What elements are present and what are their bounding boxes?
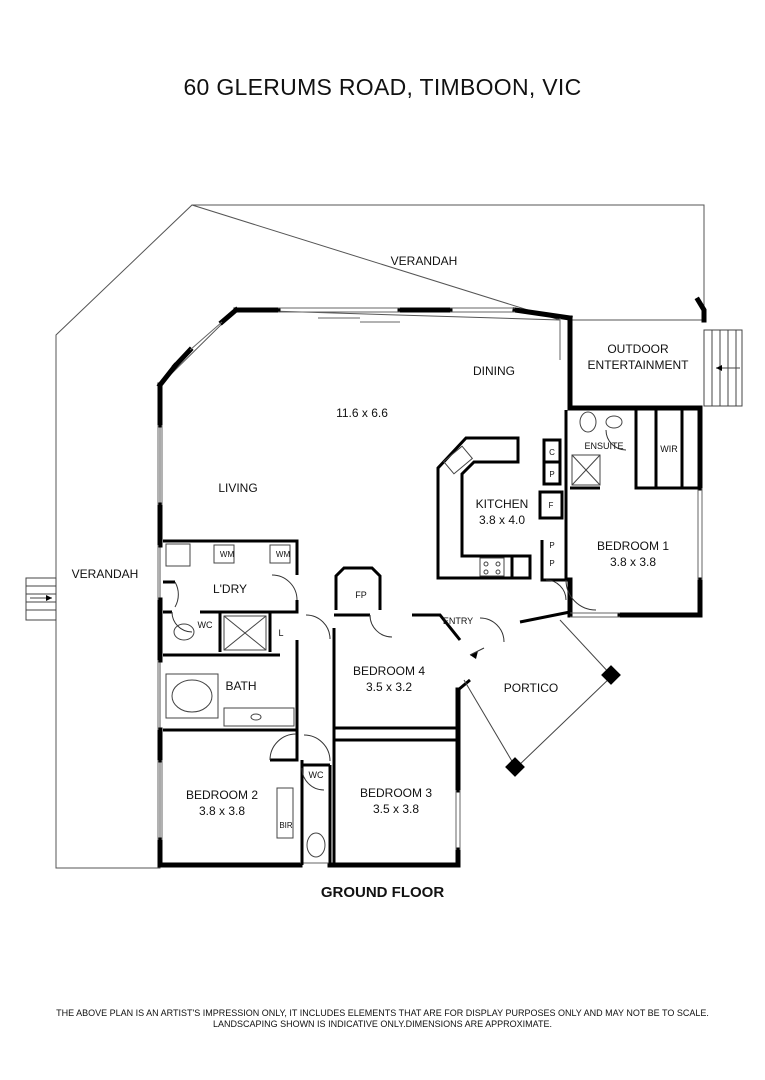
label-kitchen-dimensions: 3.8 x 4.0 <box>479 513 525 527</box>
label-entry: ENTRY <box>443 616 473 626</box>
label-verandah-left: VERANDAH <box>72 567 139 581</box>
windows <box>157 307 703 864</box>
label-wc-2: WC <box>309 770 324 780</box>
label-wir: WIR <box>660 444 678 454</box>
stairs-right <box>703 329 743 407</box>
verandah-outline <box>55 204 705 869</box>
label-wc-1: WC <box>198 620 213 630</box>
label-bir: BIR <box>279 821 293 830</box>
label-outdoor: OUTDOOR <box>607 342 669 356</box>
label-bedroom4-dimensions: 3.5 x 3.2 <box>366 680 412 694</box>
label-bedroom1: BEDROOM 1 <box>597 539 669 553</box>
label-fridge: F <box>549 501 554 510</box>
ensuite-walls <box>570 406 700 490</box>
external-walls <box>156 296 707 868</box>
disclaimer-line-2: LANDSCAPING SHOWN IS INDICATIVE ONLY.DIM… <box>213 1019 552 1029</box>
label-bedroom4: BEDROOM 4 <box>353 664 425 678</box>
disclaimer: THE ABOVE PLAN IS AN ARTIST'S IMPRESSION… <box>0 1008 765 1030</box>
label-dining: DINING <box>473 364 515 378</box>
floor-label: GROUND FLOOR <box>320 884 445 901</box>
label-wm-2: WM <box>276 550 291 559</box>
label-kitchen: KITCHEN <box>476 497 529 511</box>
label-pantry-1: P <box>549 470 554 479</box>
label-cupboard: C <box>549 448 555 457</box>
label-bedroom3: BEDROOM 3 <box>360 786 432 800</box>
wet-areas <box>163 539 299 732</box>
disclaimer-line-1: THE ABOVE PLAN IS AN ARTIST'S IMPRESSION… <box>56 1008 709 1018</box>
label-laundry: L'DRY <box>213 582 247 596</box>
label-living-dimensions: 11.6 x 6.6 <box>336 406 388 420</box>
door-swings <box>171 429 627 791</box>
fireplace <box>334 566 382 610</box>
label-living: LIVING <box>218 481 257 495</box>
label-bedroom3-dimensions: 3.5 x 3.8 <box>373 802 419 816</box>
label-verandah-top: VERANDAH <box>391 254 458 268</box>
label-fireplace: FP <box>355 590 367 600</box>
label-wm-1: WM <box>220 550 235 559</box>
label-linen: L <box>278 628 283 638</box>
label-pantry-2: P <box>549 559 554 568</box>
label-entertainment: ENTERTAINMENT <box>588 358 690 372</box>
portico <box>463 619 621 777</box>
kitchen-cupboards <box>538 410 568 582</box>
stairs-left <box>25 577 57 621</box>
interior-walls <box>270 610 571 865</box>
page-title: 60 GLERUMS ROAD, TIMBOON, VIC <box>183 74 582 100</box>
label-portico: PORTICO <box>504 681 558 695</box>
label-ensuite: ENSUITE <box>584 441 623 451</box>
label-bedroom2: BEDROOM 2 <box>186 788 258 802</box>
label-bedroom2-dimensions: 3.8 x 3.8 <box>199 804 245 818</box>
label-pantry-3: P <box>549 541 554 550</box>
kitchen-bench <box>436 436 532 580</box>
label-bath: BATH <box>225 679 256 693</box>
label-bedroom1-dimensions: 3.8 x 3.8 <box>610 555 656 569</box>
